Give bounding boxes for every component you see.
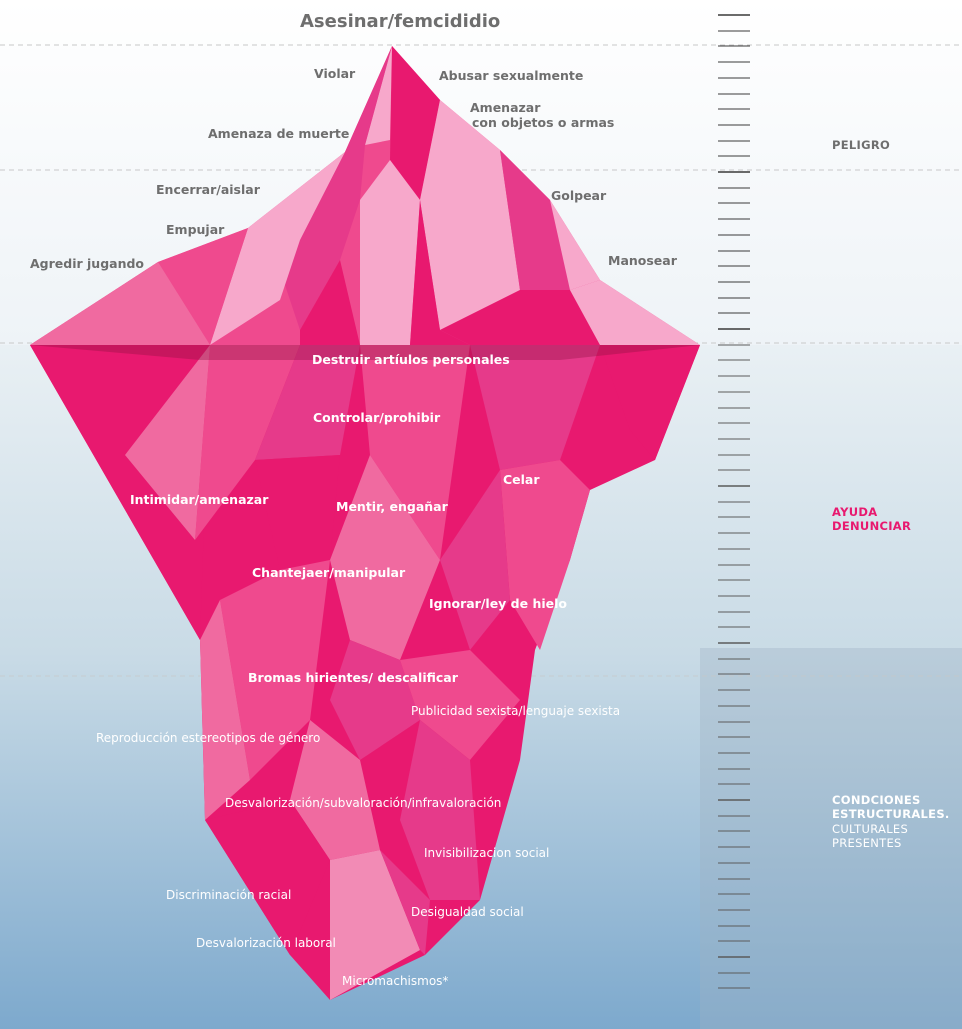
label-bromas: Bromas hirientes/ descalificar	[248, 670, 458, 685]
label-intimidar: Intimidar/amenazar	[130, 492, 269, 507]
zone-ayuda: AYUDA DENUNCIAR	[832, 505, 911, 534]
label-laboral: Desvalorización laboral	[196, 936, 336, 950]
label-celar: Celar	[503, 472, 540, 487]
zone-cond-line2: ESTRUCTURALES.	[832, 807, 950, 822]
label-violar: Violar	[314, 66, 356, 81]
waterline-shadow	[30, 345, 700, 360]
zone-cond-line3: CULTURALES	[832, 821, 909, 836]
deep-zone-shade	[700, 648, 962, 1029]
zone-peligro: PELIGRO	[832, 138, 890, 152]
iceberg-body	[30, 345, 700, 1000]
label-estereotipos: Reproducción estereotipos de género	[96, 731, 321, 745]
label-agredir: Agredir jugando	[30, 256, 145, 271]
label-discriminacion: Discriminación racial	[166, 888, 292, 902]
depth-ruler	[718, 14, 750, 989]
label-controlar: Controlar/prohibir	[313, 410, 441, 425]
label-publicidad: Publicidad sexista/lenguaje sexista	[411, 704, 621, 718]
zone-cond-line4: PRESENTES	[832, 836, 902, 851]
label-empujar: Empujar	[166, 222, 225, 237]
label-abusar: Abusar sexualmente	[439, 68, 584, 83]
label-destruir: Destruir artíulos personales	[312, 352, 510, 367]
top-title: Asesinar/femcididio	[300, 11, 501, 32]
label-golpear: Golpear	[551, 188, 607, 203]
zone-ayuda-line2: DENUNCIAR	[832, 519, 912, 534]
label-invisibilizacion: Invisibilizacion social	[424, 846, 550, 860]
label-desigualdad: Desigualdad social	[411, 905, 524, 919]
iceberg-tip	[30, 46, 700, 345]
label-mentir: Mentir, engañar	[336, 499, 448, 514]
label-amenazar-armas-1: Amenazar	[470, 100, 541, 115]
label-desvalorizacion: Desvalorización/subvaloración/infravalor…	[225, 796, 502, 810]
zone-peligro-text: PELIGRO	[832, 138, 891, 152]
zone-ayuda-line1: AYUDA	[832, 505, 878, 519]
label-amenazar-armas-2: con objetos o armas	[472, 115, 615, 130]
label-manosear: Manosear	[608, 253, 677, 268]
label-ignorar: Ignorar/ley de hielo	[429, 596, 567, 611]
label-amenaza-muerte: Amenaza de muerte	[208, 126, 350, 141]
label-encerrar: Encerrar/aislar	[156, 182, 260, 197]
label-micromachismos: Micromachismos*	[342, 974, 449, 988]
zone-cond-line1: CONDCIONES	[832, 793, 921, 807]
zone-condiciones: CONDCIONES ESTRUCTURALES. CULTURALES PRE…	[832, 793, 950, 851]
label-chantajear: Chantejaer/manipular	[252, 565, 406, 580]
